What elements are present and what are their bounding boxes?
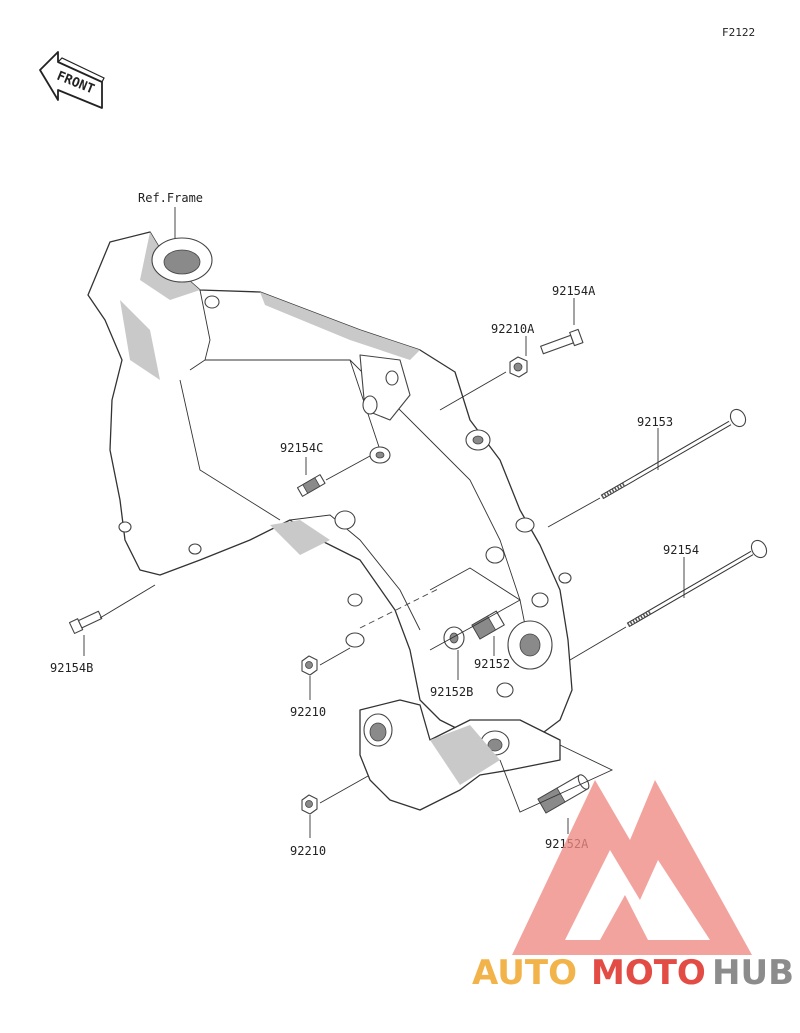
nut-92210-lower-icon — [301, 794, 318, 815]
label-92152B: 92152B — [430, 685, 473, 699]
nut-92210A-icon — [509, 356, 528, 378]
label-92154B: 92154B — [50, 661, 93, 675]
bolt-92154-icon — [626, 539, 768, 628]
watermark-hub: HUB — [712, 953, 794, 993]
label-92210A: 92210A — [491, 322, 535, 336]
watermark-auto: AUTO — [472, 953, 577, 993]
label-92152: 92152 — [474, 657, 510, 671]
collar-92152B-icon — [443, 626, 465, 650]
label-92210-lower: 92210 — [290, 844, 326, 858]
frame-illustration — [87, 231, 573, 811]
nut-92210-upper-icon — [301, 655, 318, 676]
label-92154C: 92154C — [280, 441, 323, 455]
label-92210-upper: 92210 — [290, 705, 326, 719]
front-arrow-icon: FRONT — [39, 51, 105, 109]
bolt-92153-icon — [600, 408, 747, 500]
watermark-wordmark: AUTO MOTO HUB — [472, 953, 794, 993]
figure-code: F2122 — [722, 26, 755, 39]
label-92154: 92154 — [663, 543, 699, 557]
ref-frame-label: Ref.Frame — [138, 191, 203, 205]
label-92153: 92153 — [637, 415, 673, 429]
automotohub-logo-icon — [512, 780, 752, 955]
watermark-moto: MOTO — [591, 953, 706, 993]
label-92154A: 92154A — [552, 284, 596, 298]
bolt-92154A-icon — [540, 328, 584, 355]
assembly-lines — [83, 298, 685, 838]
bolt-92154B-icon — [68, 610, 103, 634]
collar-92152-icon — [471, 610, 505, 640]
stud-92154C-icon — [296, 474, 326, 497]
